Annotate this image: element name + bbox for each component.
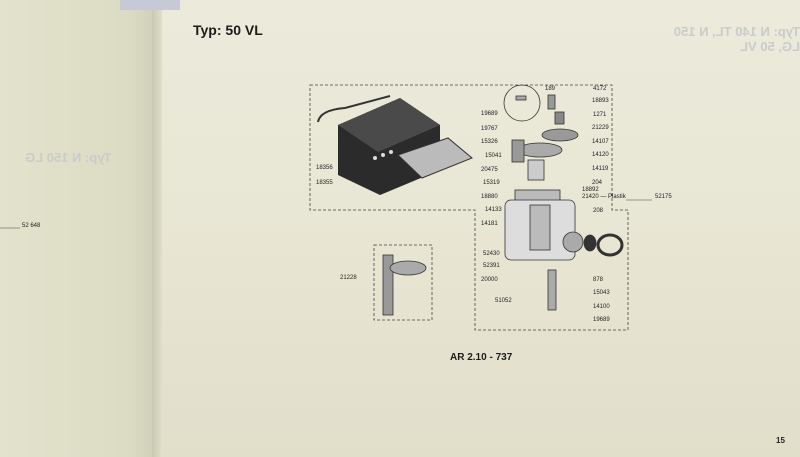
part-label: 20000 bbox=[481, 277, 498, 283]
part-label: 19767 bbox=[481, 126, 498, 132]
right-page bbox=[162, 0, 800, 457]
part-label: 21228 bbox=[340, 275, 357, 281]
part-label: 15319 bbox=[483, 180, 500, 186]
part-label: 20475 bbox=[481, 167, 498, 173]
part-label: 19689 bbox=[481, 111, 498, 117]
part-label: 52 648 bbox=[22, 223, 41, 229]
part-label: 878 bbox=[593, 277, 604, 283]
part-label: 21229 bbox=[592, 125, 609, 131]
part-label: 18356 bbox=[316, 165, 333, 171]
part-label: 204 bbox=[592, 180, 603, 186]
background-corner bbox=[120, 0, 180, 10]
part-label: 15043 bbox=[593, 290, 610, 296]
part-label: 21420 — Plastik bbox=[582, 194, 626, 200]
part-label: 14100 bbox=[593, 304, 610, 310]
figure-caption: AR 2.10 - 737 bbox=[450, 352, 513, 363]
part-label: 52391 bbox=[483, 263, 500, 269]
part-label: 4172 bbox=[593, 86, 607, 92]
part-label: 14133 bbox=[485, 207, 502, 213]
page-number: 15 bbox=[776, 436, 785, 445]
part-label: 15326 bbox=[481, 139, 498, 145]
left-page bbox=[0, 0, 160, 457]
part-label: 15041 bbox=[485, 153, 502, 159]
fuel-tank-drawing bbox=[317, 95, 473, 195]
part-label: 14107 bbox=[592, 139, 609, 145]
part-label: 52430 bbox=[483, 251, 500, 257]
part-label: 14181 bbox=[481, 221, 498, 227]
part-label: 189 bbox=[545, 86, 556, 92]
part-label: 14119 bbox=[592, 166, 609, 172]
part-label: 208 bbox=[593, 208, 604, 214]
part-label: 18355 bbox=[316, 180, 333, 186]
part-label: 52175 bbox=[655, 194, 672, 200]
carburetor-drawing bbox=[382, 84, 624, 316]
part-label: 1271 bbox=[593, 112, 607, 118]
part-label: 14120 bbox=[592, 152, 609, 158]
part-label: 19689 bbox=[593, 317, 610, 323]
part-label: 18880 bbox=[481, 194, 498, 200]
dashed-frame-main bbox=[309, 84, 629, 331]
part-label: 18892 bbox=[582, 187, 599, 193]
dashed-frame-21228 bbox=[373, 244, 433, 321]
part-label: 51052 bbox=[495, 298, 512, 304]
part-label: 18893 bbox=[592, 98, 609, 104]
page-title: Typ: 50 VL bbox=[193, 22, 263, 38]
